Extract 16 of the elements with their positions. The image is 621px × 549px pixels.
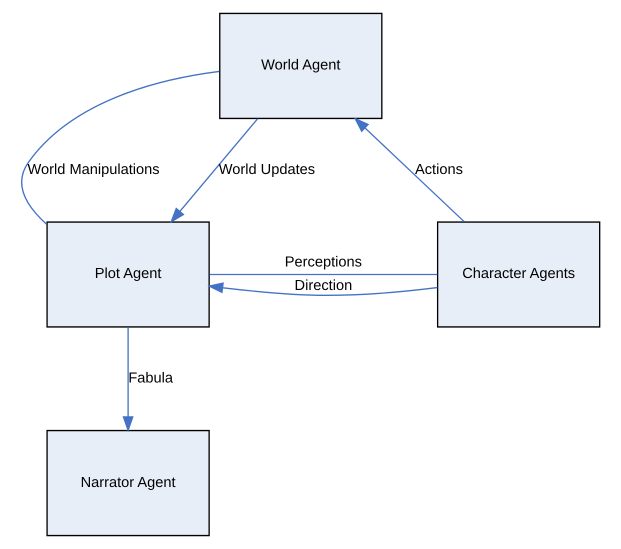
edge-label: Direction — [294, 278, 352, 294]
node-box: Character Agents — [436, 221, 600, 328]
edge-label: Fabula — [128, 370, 174, 386]
connector — [21, 70, 220, 225]
edge-label: Perceptions — [284, 254, 362, 270]
edge-label: Actions — [414, 162, 463, 178]
edge-label: World Manipulations — [28, 162, 160, 178]
node-box: Plot Agent — [46, 221, 210, 328]
arrow — [170, 118, 258, 224]
arrow — [354, 117, 465, 222]
edge-label: World Updates — [218, 162, 316, 178]
arrow — [207, 282, 438, 296]
connector — [210, 274, 438, 276]
arrow — [122, 327, 134, 432]
node-box: World Agent — [219, 12, 382, 120]
node-box: Narrator Agent — [46, 430, 210, 536]
